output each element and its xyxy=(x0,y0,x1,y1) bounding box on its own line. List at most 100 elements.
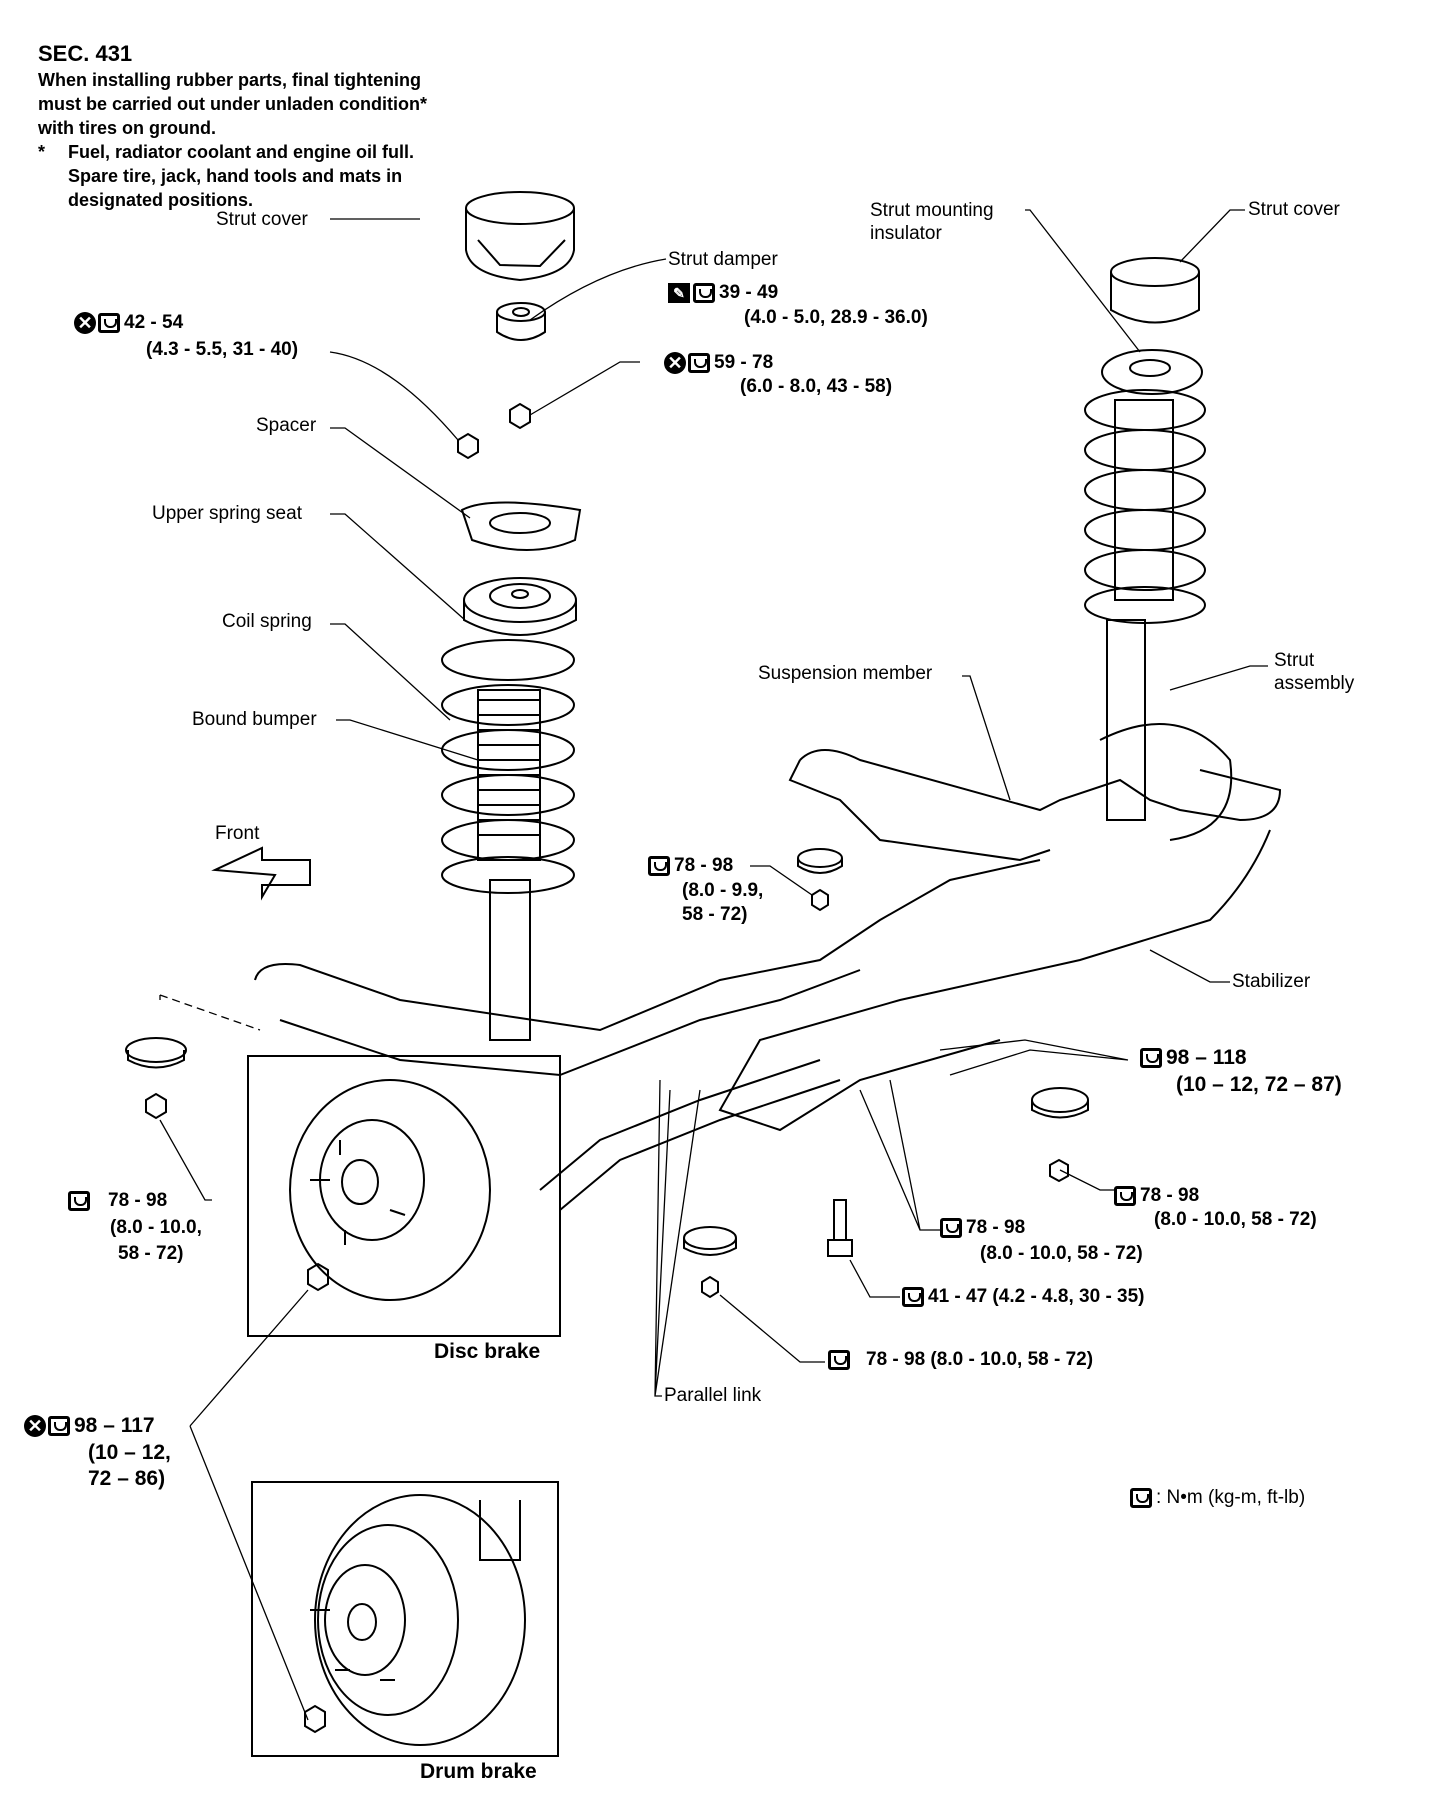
torque-78-98-left-conv-2: 58 - 72) xyxy=(118,1243,184,1264)
torque-value: 78 - 98 (8.0 - 10.0, 58 - 72) xyxy=(866,1349,1094,1370)
bolt-part xyxy=(827,1199,853,1257)
torque-98-117-conv-2: 72 – 86) xyxy=(88,1467,166,1490)
footnote-line-1: Fuel, radiator coolant and engine oil fu… xyxy=(68,142,415,162)
bushing-left xyxy=(125,1037,187,1120)
section-number: SEC. 431 xyxy=(38,41,133,66)
strut-cover-left-part xyxy=(465,191,575,282)
footnote-line-3: designated positions. xyxy=(68,190,254,210)
torque-wrench-icon xyxy=(1130,1487,1152,1508)
torque-39-49-conv: (4.0 - 5.0, 28.9 - 36.0) xyxy=(744,307,928,328)
upper-spring-seat-part xyxy=(463,577,577,636)
torque-78-98-right-conv: (8.0 - 10.0, 58 - 72) xyxy=(1154,1209,1317,1230)
torque-value: 59 - 78 xyxy=(714,352,774,373)
replace-part-icon: ✕ xyxy=(74,311,96,334)
torque-78-98-center: 78 - 98 xyxy=(940,1216,1025,1239)
torque-value: 78 - 98 xyxy=(966,1217,1026,1238)
label-upper-spring-seat: Upper spring seat xyxy=(152,503,302,524)
torque-98-118: 98 – 118 xyxy=(1140,1046,1247,1069)
drum-brake-part xyxy=(310,1494,526,1746)
torque-78-98-right: 78 - 98 xyxy=(1114,1184,1199,1207)
torque-wrench-icon xyxy=(693,282,715,303)
label-strut-mounting-insulator-2: insulator xyxy=(870,223,942,244)
label-strut-damper: Strut damper xyxy=(668,249,778,270)
label-disc-brake: Disc brake xyxy=(434,1340,541,1363)
label-coil-spring: Coil spring xyxy=(222,611,312,632)
parallel-link-part xyxy=(539,1059,841,1211)
label-strut-cover-left: Strut cover xyxy=(216,209,308,230)
torque-wrench-icon xyxy=(648,855,670,876)
torque-wrench-icon xyxy=(48,1416,70,1437)
torque-wrench-icon xyxy=(902,1286,924,1307)
torque-wrench-icon xyxy=(828,1349,850,1370)
torque-wrench-icon xyxy=(1140,1048,1162,1069)
label-parallel-link: Parallel link xyxy=(664,1385,762,1406)
footnote-mark: * xyxy=(38,142,46,162)
torque-42-54: ✕ 42 - 54 xyxy=(74,311,183,334)
torque-value: 98 – 118 xyxy=(1166,1046,1247,1069)
apply-grease-icon: ✎ xyxy=(668,282,690,303)
replace-part-icon: ✕ xyxy=(24,1415,46,1438)
bushing-right xyxy=(1031,1087,1089,1183)
nut-bottom-left xyxy=(307,1262,329,1292)
torque-value: 78 - 98 xyxy=(108,1190,168,1211)
spacer-part xyxy=(460,501,582,551)
disc-brake-part xyxy=(289,1079,491,1301)
note-line-1: When installing rubber parts, final tigh… xyxy=(38,70,422,90)
note-line-3: with tires on ground. xyxy=(38,118,216,138)
label-front: Front xyxy=(215,823,260,844)
torque-value: 98 – 117 xyxy=(74,1414,155,1437)
label-stabilizer: Stabilizer xyxy=(1232,971,1311,992)
torque-59-78: ✕ 59 - 78 xyxy=(664,351,773,374)
torque-98-118-conv: (10 – 12, 72 – 87) xyxy=(1176,1073,1342,1096)
strut-body-left xyxy=(489,879,531,1041)
torque-41-47: 41 - 47 (4.2 - 4.8, 30 - 35) xyxy=(902,1285,1145,1308)
label-strut-cover-right: Strut cover xyxy=(1248,199,1340,220)
torque-wrench-icon xyxy=(940,1217,962,1238)
torque-wrench-icon xyxy=(1114,1185,1136,1206)
torque-value: 78 - 98 xyxy=(674,855,734,876)
label-suspension-member: Suspension member xyxy=(758,663,933,684)
torque-wrench-icon xyxy=(68,1190,90,1211)
replace-part-icon: ✕ xyxy=(664,351,686,374)
bushing-center-bottom xyxy=(683,1226,737,1299)
torque-78-98-bottom: 78 - 98 (8.0 - 10.0, 58 - 72) xyxy=(828,1348,1093,1371)
torque-value: 78 - 98 xyxy=(1140,1185,1200,1206)
torque-wrench-icon xyxy=(98,312,120,333)
torque-78-98-mid-conv-2: 58 - 72) xyxy=(682,904,748,925)
footnote-line-2: Spare tire, jack, hand tools and mats in xyxy=(68,166,403,186)
torque-unit-legend: : N•m (kg-m, ft-lb) xyxy=(1130,1486,1305,1509)
nut-top xyxy=(509,402,531,430)
torque-42-54-conv: (4.3 - 5.5, 31 - 40) xyxy=(146,339,299,360)
nut-drum xyxy=(304,1704,326,1734)
note-line-2: must be carried out under unladen condit… xyxy=(38,94,428,114)
legend-text: : N•m (kg-m, ft-lb) xyxy=(1156,1487,1306,1508)
drum-brake-frame xyxy=(251,1481,559,1757)
bound-bumper-part xyxy=(477,689,541,861)
torque-78-98-mid-conv-1: (8.0 - 9.9, xyxy=(682,880,764,901)
label-spacer: Spacer xyxy=(256,415,317,436)
label-strut-assembly-1: Strut xyxy=(1274,650,1315,671)
front-arrow-icon xyxy=(211,846,311,901)
torque-value: 39 - 49 xyxy=(719,282,779,303)
lower-frame-part xyxy=(254,859,1041,1077)
torque-wrench-icon xyxy=(688,352,710,373)
nut-left xyxy=(457,432,479,460)
label-drum-brake: Drum brake xyxy=(420,1760,537,1783)
torque-78-98-center-conv: (8.0 - 10.0, 58 - 72) xyxy=(980,1243,1143,1264)
installation-note: SEC. 431 When installing rubber parts, f… xyxy=(38,40,427,212)
coil-spring-part xyxy=(441,639,575,894)
strut-damper-part xyxy=(496,302,546,341)
torque-78-98-mid: 78 - 98 xyxy=(648,854,733,877)
strut-assembly-right-part xyxy=(1084,257,1233,841)
torque-78-98-left: 78 - 98 xyxy=(68,1189,167,1212)
suspension-member-part xyxy=(788,749,1282,862)
torque-value: 42 - 54 xyxy=(124,312,184,333)
disc-brake-frame xyxy=(247,1055,561,1337)
bushing-center-top xyxy=(797,848,843,912)
torque-39-49: ✎ 39 - 49 xyxy=(668,281,778,304)
torque-value: 41 - 47 (4.2 - 4.8, 30 - 35) xyxy=(928,1286,1145,1307)
label-bound-bumper: Bound bumper xyxy=(192,709,317,730)
torque-98-117: ✕ 98 – 117 xyxy=(24,1414,155,1438)
label-strut-mounting-insulator-1: Strut mounting xyxy=(870,200,994,221)
